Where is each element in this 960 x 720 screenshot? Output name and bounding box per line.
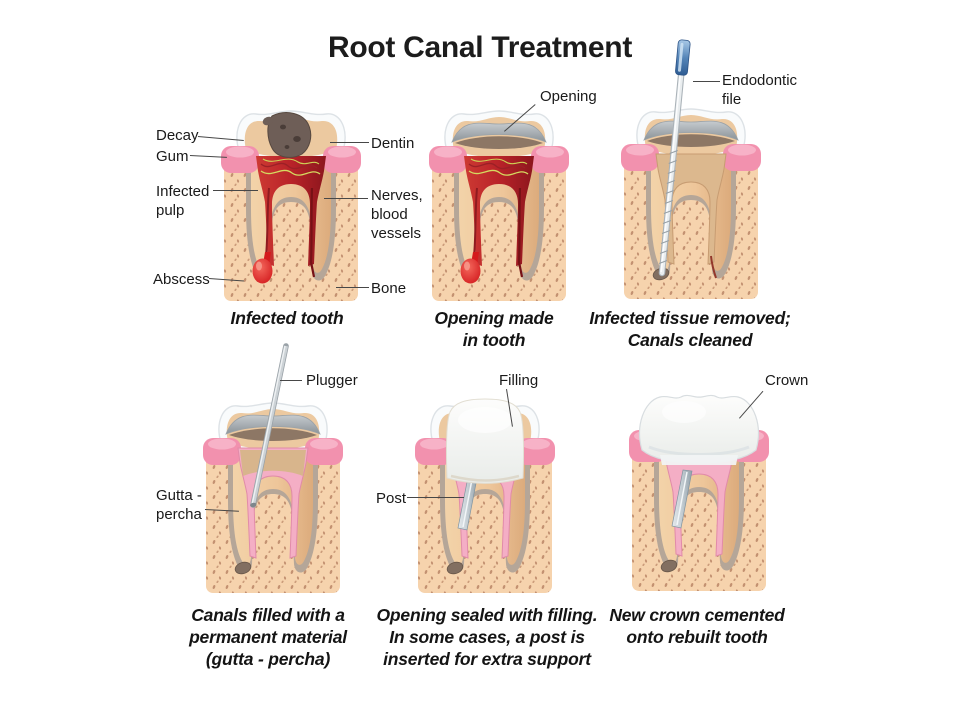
caption-stage-4: Canals filled with a permanent material … [189,605,347,669]
label-abscess: Abscess [153,271,210,288]
label-infected-pulp: Infected pulp [156,183,210,219]
leader-infected-pulp [213,190,258,192]
label-opening: Opening [540,88,597,105]
label-plugger: Plugger [306,372,358,389]
tooth-illustration-infected [216,96,366,306]
leader-bone [336,287,369,289]
caption-stage-6: New crown cemented onto rebuilt tooth [609,605,785,647]
label-decay: Decay [156,127,199,144]
caption-stage-2: Opening made in tooth [434,308,554,350]
label-gum: Gum [156,148,189,165]
leader-endodontic-file [693,81,720,83]
tooth-illustration-filling [410,388,560,598]
tooth-illustration-crown [624,386,774,596]
leader-plugger [280,380,302,382]
caption-stage-5: Opening sealed with filling. In some cas… [376,605,598,669]
label-gutta-percha: Gutta - percha [156,487,202,523]
page-title: Root Canal Treatment [327,31,633,64]
caption-stage-3: Infected tissue removed; Canals cleaned [589,308,791,350]
tooth-illustration-gutta-percha [198,343,348,598]
label-post: Post [376,490,407,507]
leader-dentin [330,142,369,144]
label-dentin: Dentin [371,135,415,152]
caption-stage-1: Infected tooth [230,308,344,328]
leader-nerves [324,198,368,200]
label-filling: Filling [499,372,539,389]
label-nerves-blood-vessels: Nerves, blood vessels [371,187,423,242]
tooth-illustration-opening [424,96,574,306]
leader-post [407,497,464,499]
label-crown: Crown [765,372,809,389]
label-endodontic-file: Endodontic file [722,72,798,108]
tooth-illustration-file [616,39,766,304]
label-bone: Bone [371,280,407,297]
